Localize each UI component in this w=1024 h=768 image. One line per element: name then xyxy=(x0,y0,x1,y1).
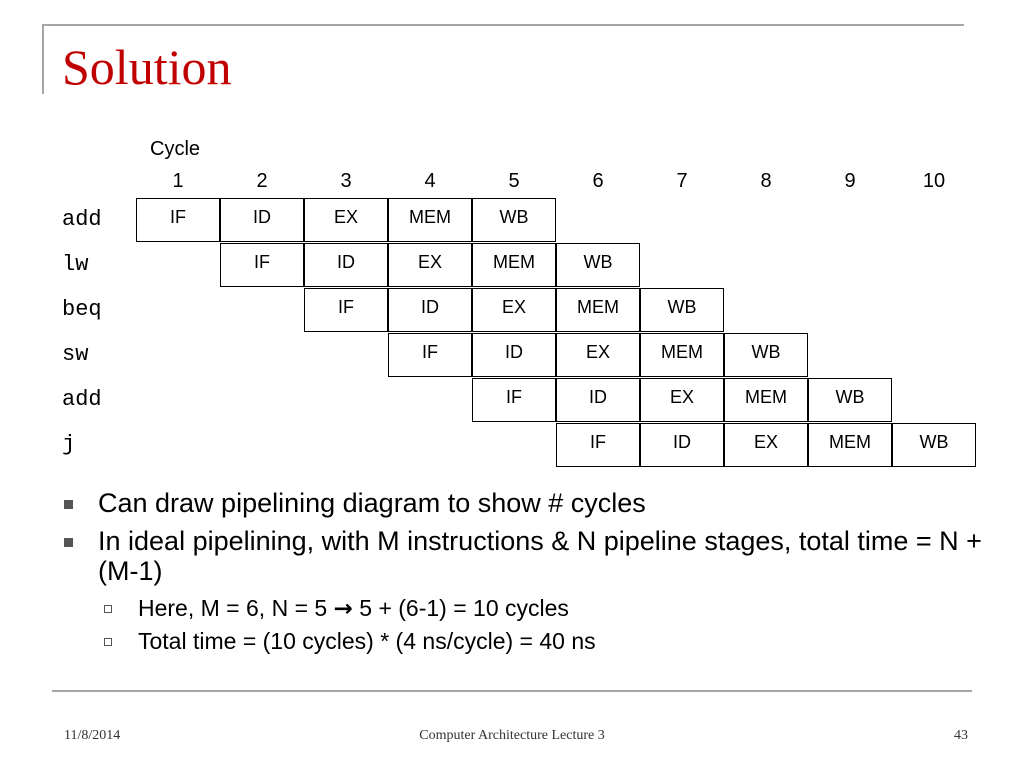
footer-page-number: 43 xyxy=(954,728,968,743)
stage-cell: WB xyxy=(556,243,640,287)
cycle-number: 6 xyxy=(592,170,604,192)
stage-cell: WB xyxy=(724,333,808,377)
stage-cell: ID xyxy=(556,378,640,422)
stage-cell: ID xyxy=(220,198,304,242)
cycle-number: 7 xyxy=(676,170,688,192)
cycle-number: 1 xyxy=(172,170,184,192)
stage-cell: IF xyxy=(388,333,472,377)
cycle-number: 9 xyxy=(844,170,856,192)
instruction-label: sw xyxy=(62,342,89,367)
hollow-square-bullet-icon xyxy=(104,605,112,613)
sub-bullet-item: Total time = (10 cycles) * (4 ns/cycle) … xyxy=(62,627,982,655)
bullet-list: Can draw pipelining diagram to show # cy… xyxy=(62,488,982,659)
sub-bullet-item: Here, M = 6, N = 5 → 5 + (6-1) = 10 cycl… xyxy=(62,594,982,623)
bullet-text: In ideal pipelining, with M instructions… xyxy=(98,526,982,586)
frame-left-line xyxy=(42,24,44,94)
cycle-number: 2 xyxy=(256,170,268,192)
bullet-item: Can draw pipelining diagram to show # cy… xyxy=(62,488,982,518)
cycle-number: 10 xyxy=(922,170,946,192)
footer-course-title: Computer Architecture Lecture 3 xyxy=(419,728,605,743)
cycle-number: 5 xyxy=(508,170,520,192)
stage-cell: MEM xyxy=(388,198,472,242)
stage-cell: ID xyxy=(304,243,388,287)
square-bullet-icon xyxy=(64,538,73,547)
stage-cell: WB xyxy=(472,198,556,242)
stage-cell: EX xyxy=(388,243,472,287)
footer-divider xyxy=(52,690,972,692)
sub-bullet-text-part: Here, M = 6, N = 5 xyxy=(138,595,334,621)
stage-cell: IF xyxy=(556,423,640,467)
stage-cell: MEM xyxy=(808,423,892,467)
frame-top-line xyxy=(42,24,964,26)
instruction-label: add xyxy=(62,387,102,412)
stage-cell: ID xyxy=(472,333,556,377)
stage-cell: EX xyxy=(556,333,640,377)
stage-cell: ID xyxy=(640,423,724,467)
hollow-square-bullet-icon xyxy=(104,638,112,646)
stage-cell: IF xyxy=(304,288,388,332)
instruction-label: add xyxy=(62,207,102,232)
stage-cell: EX xyxy=(724,423,808,467)
right-arrow-icon: → xyxy=(333,596,353,622)
instruction-label: beq xyxy=(62,297,102,322)
stage-cell: MEM xyxy=(556,288,640,332)
cycle-header-label: Cycle xyxy=(150,138,201,160)
stage-cell: MEM xyxy=(472,243,556,287)
stage-cell: IF xyxy=(472,378,556,422)
stage-cell: EX xyxy=(304,198,388,242)
stage-cell: EX xyxy=(472,288,556,332)
stage-cell: MEM xyxy=(640,333,724,377)
stage-cell: EX xyxy=(640,378,724,422)
cycle-number: 3 xyxy=(340,170,352,192)
stage-cell: WB xyxy=(892,423,976,467)
stage-cell: IF xyxy=(220,243,304,287)
cycle-number: 4 xyxy=(424,170,436,192)
stage-cell: IF xyxy=(136,198,220,242)
stage-cell: ID xyxy=(388,288,472,332)
cycle-number: 8 xyxy=(760,170,772,192)
instruction-label: lw xyxy=(62,252,89,277)
slide-title: Solution xyxy=(62,39,232,95)
stage-cell: MEM xyxy=(724,378,808,422)
instruction-label: j xyxy=(62,432,76,457)
stage-cell: WB xyxy=(808,378,892,422)
stage-cell: WB xyxy=(640,288,724,332)
footer-date: 11/8/2014 xyxy=(64,728,121,743)
sub-bullet-text-part: 5 + (6-1) = 10 cycles xyxy=(352,595,569,621)
sub-bullet-text: Total time = (10 cycles) * (4 ns/cycle) … xyxy=(138,628,596,654)
bullet-text: Can draw pipelining diagram to show # cy… xyxy=(98,488,646,518)
bullet-item: In ideal pipelining, with M instructions… xyxy=(62,526,982,586)
square-bullet-icon xyxy=(64,500,73,509)
